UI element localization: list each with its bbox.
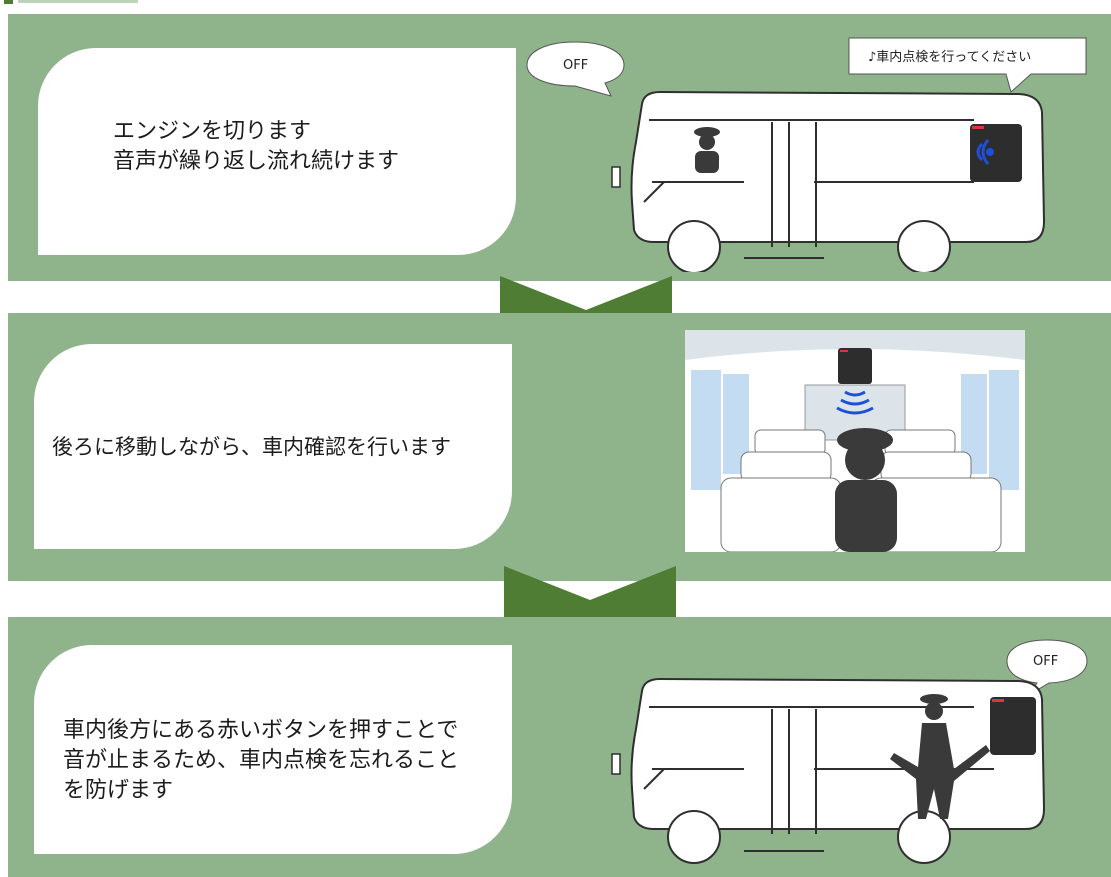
off-speech-bubble-1: OFF — [526, 41, 625, 97]
voice-message-text: ♪車内点検を行ってください — [868, 49, 1031, 65]
walking-driver-icon — [890, 694, 990, 819]
step-card-1: エンジンを切ります 音声が繰り返し流れ続けます — [38, 48, 516, 255]
speaker-icon — [838, 348, 872, 384]
step-card-2: 後ろに移動しながら、車内確認を行います — [34, 344, 512, 549]
step-panel-3: 車内後方にある赤いボタンを押すことで 音が止まるため、車内点検を忘れること を防… — [8, 617, 1111, 877]
bus-side-illustration-1 — [611, 90, 1046, 272]
step-3-text: 車内後方にある赤いボタンを押すことで 音が止まるため、車内点検を忘れること を防… — [63, 718, 460, 803]
step-card-3: 車内後方にある赤いボタンを押すことで 音が止まるため、車内点検を忘れること を防… — [34, 645, 512, 854]
step-panel-1: エンジンを切ります 音声が繰り返し流れ続けます OFF ♪車内点検を行ってくださ… — [8, 14, 1111, 281]
driver-icon — [694, 127, 720, 173]
off-label-2: OFF — [1033, 654, 1058, 669]
speaker-icon — [990, 697, 1036, 755]
driver-icon — [835, 428, 897, 552]
speaker-icon — [970, 124, 1022, 182]
sound-wave-icon — [836, 390, 874, 415]
voice-message-bubble: ♪車内点検を行ってください — [848, 37, 1087, 93]
step-panel-2: 後ろに移動しながら、車内確認を行います — [8, 313, 1111, 581]
step-1-text: エンジンを切ります 音声が繰り返し流れ続けます — [113, 119, 400, 174]
header-fragment — [4, 0, 138, 4]
off-label-1: OFF — [563, 58, 588, 73]
bus-interior-illustration — [685, 330, 1025, 552]
sound-wave-icon — [976, 139, 994, 165]
top-strip — [0, 0, 1111, 14]
step-2-text: 後ろに移動しながら、車内確認を行います — [52, 435, 451, 459]
seats — [720, 429, 1002, 552]
bus-side-illustration-2 — [611, 677, 1046, 864]
